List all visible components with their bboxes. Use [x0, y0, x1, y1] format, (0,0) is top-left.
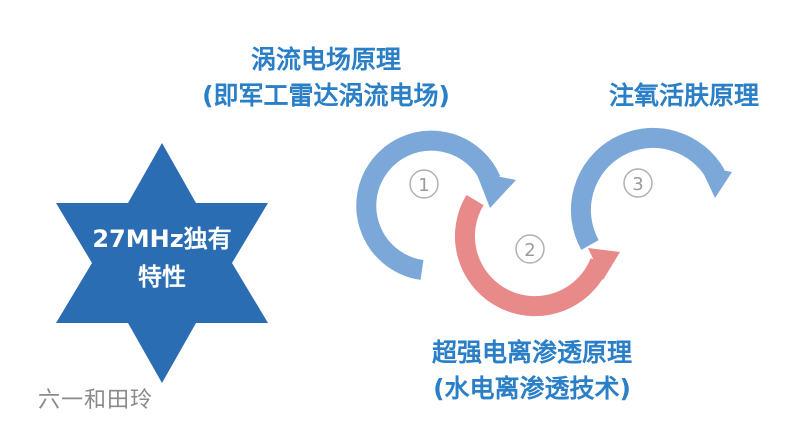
watermark-text: 六一和田玲 [38, 388, 154, 413]
step-3-label: 注氧活肤原理 [594, 78, 774, 114]
arrow-3 [570, 127, 732, 250]
step-number-3: 3 [623, 168, 653, 198]
arrow-2 [455, 194, 620, 317]
step-2-title: 超强电离渗透原理 [431, 338, 632, 367]
step-2-subtitle: (水电离渗透技术) [433, 374, 631, 403]
star-label-line1: 27MHz独有 [92, 225, 232, 253]
step-number-2: 2 [515, 234, 545, 264]
step-1-label: 涡流电场原理 (即军工雷达涡流电场) [196, 42, 456, 114]
step-number-1: 1 [409, 169, 439, 199]
star-shape [56, 143, 268, 383]
step-1-title: 涡流电场原理 [250, 45, 401, 74]
step-1-subtitle: (即军工雷达涡流电场) [202, 81, 450, 110]
star-label: 27MHz独有 特性 [92, 220, 232, 296]
star-label-line2: 特性 [138, 263, 186, 291]
step-2-label: 超强电离渗透原理 (水电离渗透技术) [412, 335, 652, 407]
step-3-title: 注氧活肤原理 [608, 81, 759, 110]
svg-text:3: 3 [632, 174, 643, 195]
svg-text:1: 1 [418, 175, 429, 196]
svg-text:2: 2 [524, 240, 535, 261]
arrow-1 [356, 130, 516, 280]
